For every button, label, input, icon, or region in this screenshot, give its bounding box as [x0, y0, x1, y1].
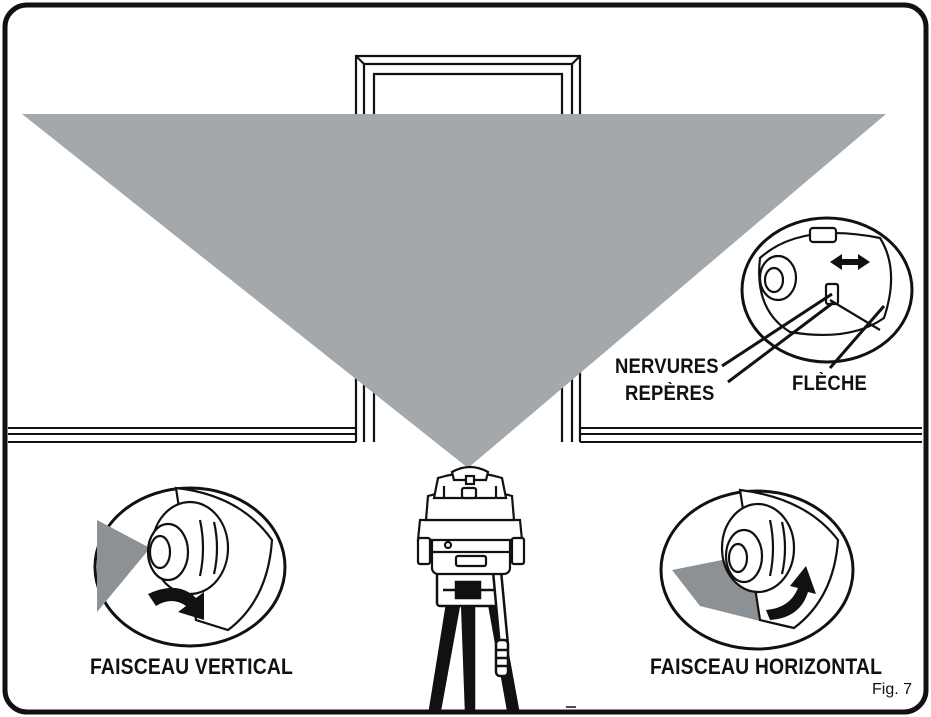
- label-reperes: REPÈRES: [625, 382, 715, 405]
- label-faisceau-horizontal: FAISCEAU HORIZONTAL: [650, 654, 883, 679]
- inset-horizontal-beam: [659, 488, 855, 651]
- double-arrow-icon: [830, 254, 870, 270]
- tripod: [428, 558, 520, 712]
- inset-vertical-beam: [93, 486, 287, 648]
- laser-beam: [22, 114, 886, 468]
- laser-level: [416, 465, 526, 576]
- label-faisceau-vertical: FAISCEAU VERTICAL: [90, 654, 294, 679]
- label-nervures: NERVURES: [615, 355, 719, 378]
- rotate-arrow-icon: [148, 587, 204, 620]
- figure-caption: Fig. 7: [872, 681, 913, 698]
- label-fleche: FLÈCHE: [792, 372, 867, 395]
- rotate-arrow-icon: [766, 566, 816, 620]
- leader-lines: [721, 292, 886, 384]
- wall-rail: [8, 427, 922, 443]
- inset-rotation-detail: [740, 216, 914, 364]
